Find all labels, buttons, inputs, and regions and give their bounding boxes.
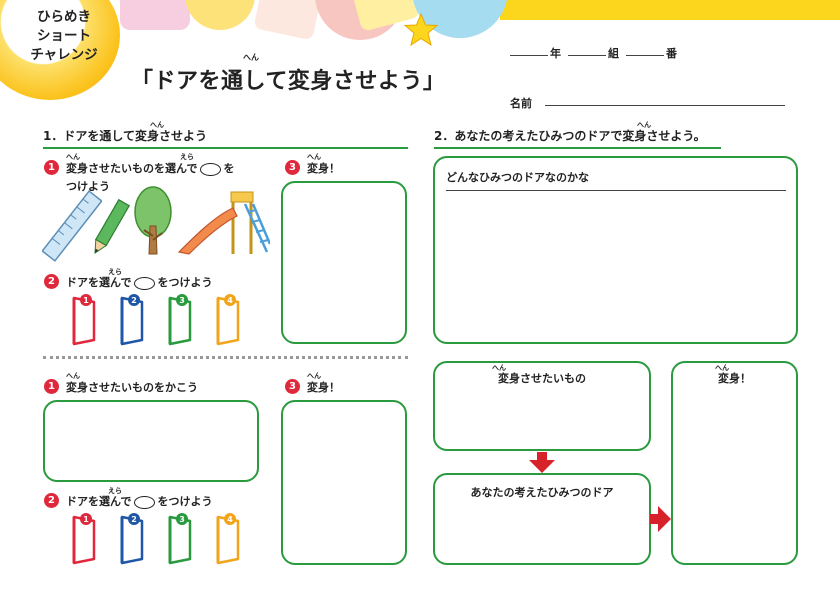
- step2-number-bottom: 2: [44, 493, 59, 508]
- step3-text: 変身！: [307, 162, 340, 175]
- section1-heading-ruby: へん: [150, 121, 164, 129]
- svg-text:1: 1: [83, 515, 89, 524]
- arrow-down-icon: [529, 452, 555, 473]
- door-option-3[interactable]: 3: [168, 294, 192, 346]
- name-field[interactable]: [545, 105, 785, 106]
- transform-result-box[interactable]: [671, 361, 798, 565]
- step3-text-bottom: 変身！: [307, 381, 340, 394]
- want-box[interactable]: [433, 361, 651, 451]
- ruler-icon[interactable]: [42, 190, 102, 262]
- number-field[interactable]: [626, 55, 664, 56]
- step3-number-bottom: 3: [285, 379, 300, 394]
- step2-text: ドアを選んでをつけよう: [66, 276, 213, 290]
- name-label: 名前: [510, 97, 532, 110]
- door-option-3[interactable]: 3: [168, 513, 192, 565]
- step3-number: 3: [285, 160, 300, 175]
- section2-rule: [434, 147, 721, 149]
- dotted-divider: [43, 356, 408, 359]
- svg-text:2: 2: [131, 515, 137, 524]
- door-option-1[interactable]: 1: [72, 513, 96, 565]
- your-door-box-label: あなたの考えたひみつのドア: [470, 486, 614, 499]
- class-label: 組: [608, 47, 619, 60]
- pencil-icon[interactable]: [88, 195, 132, 260]
- want-box-label: 変身させたいもの: [498, 372, 586, 385]
- section2-heading-ruby: へん: [637, 121, 651, 129]
- door-option-4[interactable]: 4: [216, 513, 240, 565]
- result-box-top[interactable]: [281, 181, 407, 344]
- result-box-bottom[interactable]: [281, 400, 407, 565]
- year-label: 年: [550, 47, 561, 60]
- step1-text: 変身させたいものを選んでを: [66, 162, 235, 176]
- svg-text:3: 3: [179, 296, 185, 305]
- svg-text:3: 3: [179, 515, 185, 524]
- step1-number-bottom: 1: [44, 379, 59, 394]
- step2-text-bottom: ドアを選んでをつけよう: [66, 495, 213, 509]
- circle-mark-icon: [200, 162, 222, 176]
- idea-box[interactable]: [433, 156, 798, 344]
- door-option-4[interactable]: 4: [216, 294, 240, 346]
- arrow-right-icon: [650, 506, 671, 532]
- svg-text:4: 4: [227, 515, 233, 524]
- class-field[interactable]: [568, 55, 606, 56]
- tree-icon[interactable]: [132, 186, 174, 258]
- door-options-top: 1 2 3 4: [72, 294, 240, 346]
- step1-number: 1: [44, 160, 59, 175]
- door-option-1[interactable]: 1: [72, 294, 96, 346]
- badge-label: ひらめき ショート チャレンジ: [30, 9, 98, 63]
- idea-underline: [446, 190, 786, 191]
- page-title: 「ドアを通して変身させよう」: [131, 69, 446, 94]
- circle-mark-icon: [134, 495, 156, 509]
- section1-rule: [43, 147, 408, 149]
- door-option-2[interactable]: 2: [120, 294, 144, 346]
- step2-number: 2: [44, 274, 59, 289]
- section2-heading: 2．あなたの考えたひみつのドアで変身させよう。: [434, 129, 706, 143]
- circle-mark-icon: [134, 276, 156, 290]
- svg-text:2: 2: [131, 296, 137, 305]
- transform-result-label: 変身！: [718, 372, 751, 385]
- title-ruby: へん: [243, 53, 259, 62]
- top-yellow-bar: [500, 0, 840, 20]
- step1-text-bottom: 変身させたいものをかこう: [66, 381, 198, 394]
- drawing-box[interactable]: [43, 400, 259, 482]
- step1-text-line2: つけよう: [66, 180, 110, 193]
- section1-heading: 1．ドアを通して変身させよう: [43, 129, 207, 143]
- balloon-decoration: [120, 0, 507, 40]
- door-options-bottom: 1 2 3 4: [72, 513, 240, 565]
- svg-text:4: 4: [227, 296, 233, 305]
- slide-icon[interactable]: [175, 186, 270, 258]
- number-label: 番: [666, 47, 677, 60]
- idea-question: どんなひみつのドアなのかな: [446, 171, 589, 184]
- star-icon: [403, 13, 439, 47]
- svg-text:1: 1: [83, 296, 89, 305]
- door-option-2[interactable]: 2: [120, 513, 144, 565]
